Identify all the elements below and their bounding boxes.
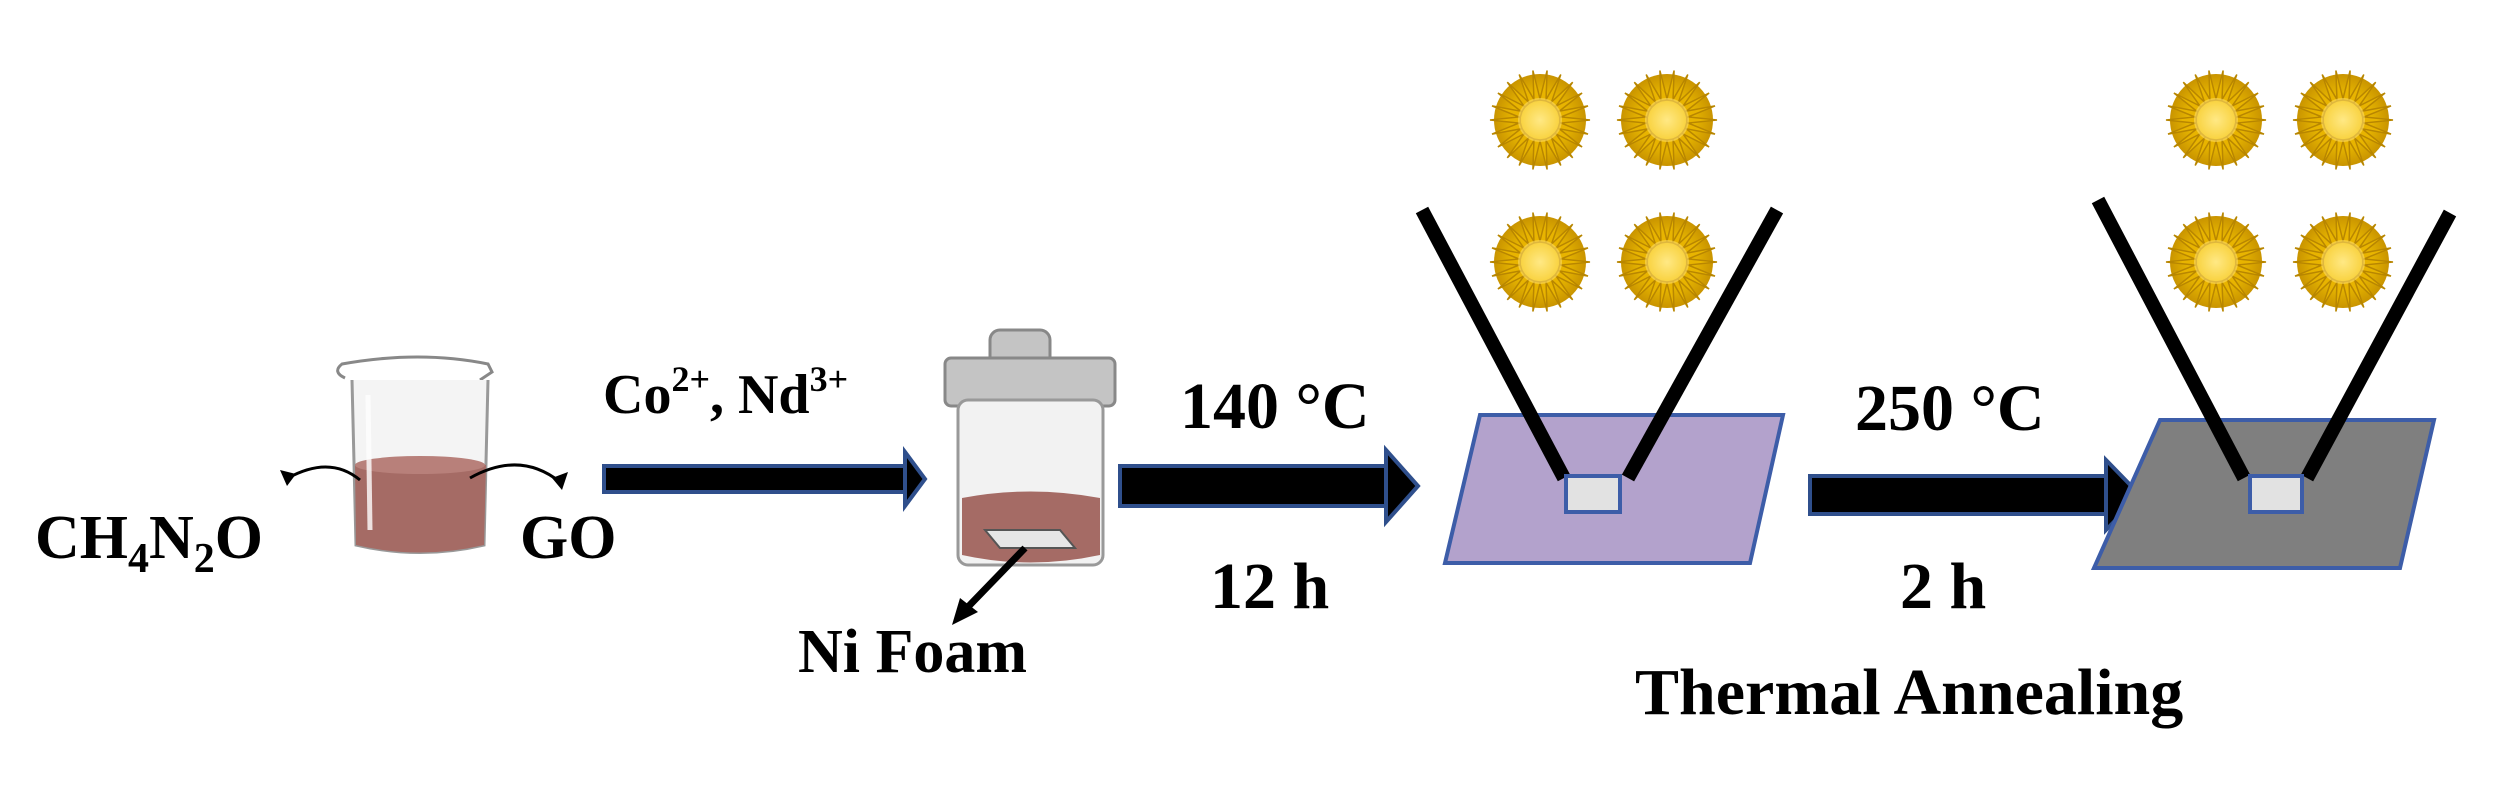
thermal-annealing-label: Thermal Annealing [1635,656,2183,729]
beaker-icon [336,355,494,554]
urea-label: CH4N2O [35,504,263,582]
step-arrow-1 [602,445,928,513]
annealing-temp-label: 250 °C [1855,372,2045,445]
electrode-panel-after [2090,196,2457,570]
reagent-pour-arrows [280,463,568,490]
hydrothermal-time-label: 12 h [1210,550,1329,623]
nanoflower-icon [1616,69,1718,171]
step-arrow-3 [1808,455,2143,535]
hydrothermal-temp-label: 140 °C [1180,370,1370,443]
nanoflower-icon [2292,211,2394,313]
metal-ions-label: Co2+, Nd3+ [603,359,848,426]
ni-foam-label: Ni Foam [798,618,1027,686]
nanoflower-icon [1489,69,1591,171]
autoclave-icon [943,328,1117,567]
nanoflower-group-after [2165,69,2394,313]
step-arrow-2 [1118,444,1421,528]
nanoflower-icon [1489,211,1591,313]
nanoflower-icon [2165,69,2267,171]
nanoflower-icon [2292,69,2394,171]
nanoflower-icon [1616,211,1718,313]
electrode-panel-before [1415,206,1786,565]
nanoflower-group-before [1489,69,1718,313]
ni-foam-pointer [952,545,1028,625]
nanoflower-icon [2165,211,2267,313]
annealing-time-label: 2 h [1900,550,1986,623]
go-label: GO [520,504,616,572]
